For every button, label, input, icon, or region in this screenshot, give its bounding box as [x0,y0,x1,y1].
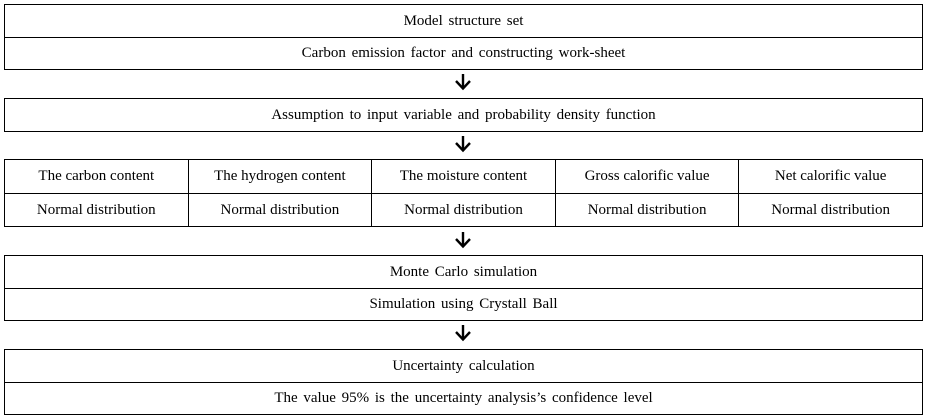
monte-carlo-box: Monte Carlo simulation Simulation using … [4,255,923,321]
down-arrow-icon [455,74,471,91]
distribution-row: Normal distribution Normal distribution … [5,193,922,226]
input-variables-table: The carbon content The hydrogen content … [4,159,923,227]
confidence-level-label: The value 95% is the uncertainty analysi… [5,382,922,414]
crystal-ball-label: Simulation using Crystall Ball [5,288,922,320]
model-structure-box: Model structure set Carbon emission fact… [4,4,923,70]
down-arrow-icon [455,136,471,153]
down-arrow-icon [455,232,471,249]
assumption-box: Assumption to input variable and probabi… [4,98,923,132]
uncertainty-box: Uncertainty calculation The value 95% is… [4,349,923,415]
variable-name-cell: The hydrogen content [187,160,372,193]
model-structure-label: Model structure set [403,12,524,29]
monte-carlo-label: Monte Carlo simulation [389,263,538,280]
variable-names-row: The carbon content The hydrogen content … [5,160,922,193]
assumption-label: Assumption to input variable and probabi… [271,106,656,123]
carbon-emission-label: Carbon emission factor and constructing … [5,37,922,69]
down-arrow-icon [455,325,471,342]
variable-name-cell: Gross calorific value [554,160,739,193]
distribution-cell: Normal distribution [738,194,922,226]
distribution-cell: Normal distribution [36,201,156,218]
variable-name-cell: The carbon content [38,168,155,184]
distribution-cell: Normal distribution [371,194,555,226]
uncertainty-label: Uncertainty calculation [392,357,535,374]
variable-name-cell: Net calorific value [738,160,922,193]
distribution-cell: Normal distribution [554,194,739,226]
distribution-cell: Normal distribution [187,194,372,226]
variable-name-cell: The moisture content [371,160,555,193]
